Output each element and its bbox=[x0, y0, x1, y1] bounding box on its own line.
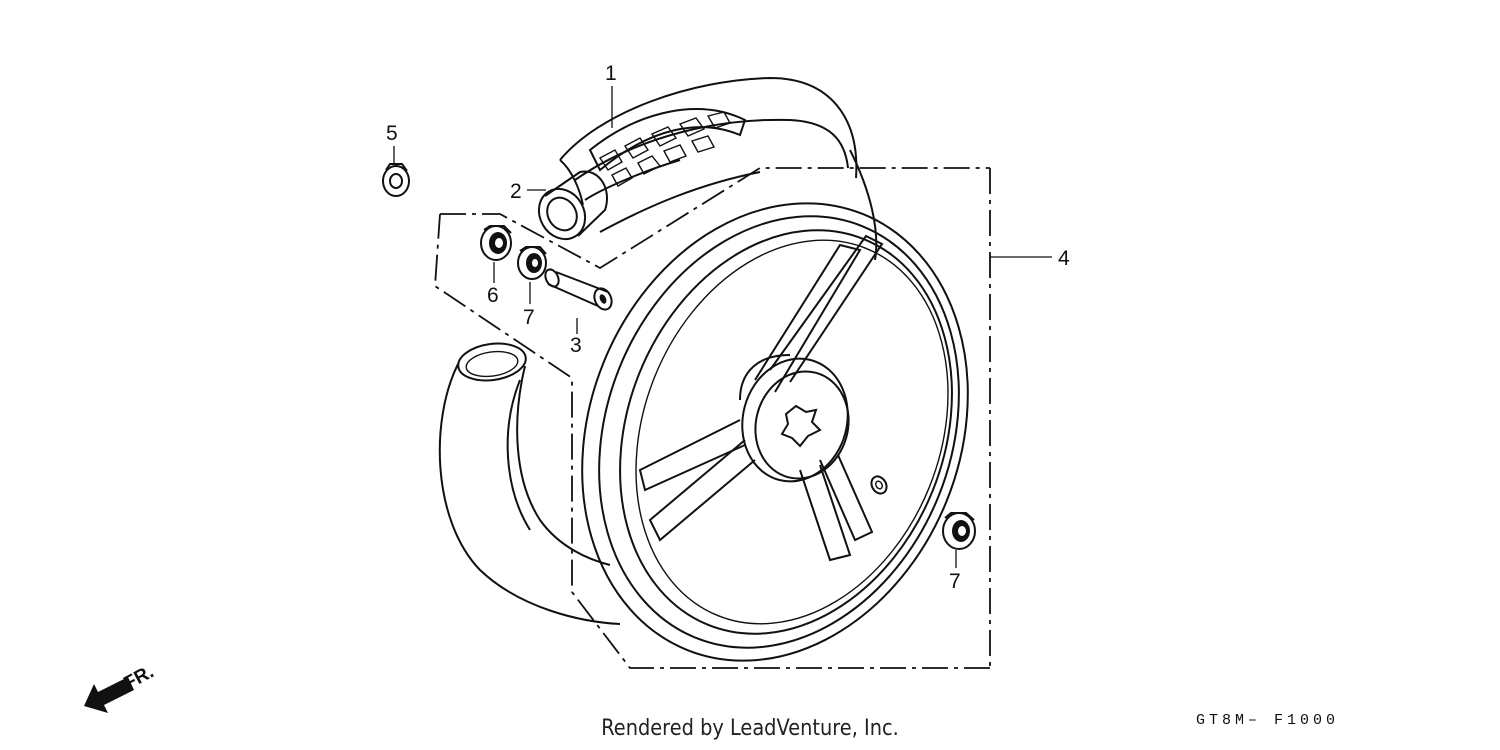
part-dust-seal bbox=[480, 225, 512, 261]
group-brackets bbox=[434, 167, 991, 669]
credit-text: Rendered by LeadVenture, Inc. bbox=[601, 716, 899, 741]
part-valve-stem bbox=[537, 170, 608, 241]
leader-lines bbox=[393, 86, 1052, 568]
part-wheel-rim bbox=[581, 202, 969, 662]
callout-4: 4 bbox=[1058, 247, 1070, 270]
callout-7-left: 7 bbox=[523, 306, 535, 329]
callout-5: 5 bbox=[386, 122, 398, 145]
callout-7-right: 7 bbox=[949, 570, 961, 593]
part-tire-lower bbox=[438, 342, 621, 625]
callout-3: 3 bbox=[570, 334, 582, 357]
part-tire bbox=[559, 76, 878, 261]
diagram-code: GT8M– F1000 bbox=[1196, 712, 1340, 729]
part-bearing-left bbox=[517, 246, 547, 280]
part-distance-collar bbox=[544, 268, 613, 311]
part-bearing-right bbox=[942, 512, 976, 550]
callout-6: 6 bbox=[487, 284, 499, 307]
callout-1: 1 bbox=[605, 62, 617, 85]
part-nut bbox=[382, 163, 410, 197]
front-direction-arrow-icon: FR. bbox=[84, 662, 157, 713]
callout-2: 2 bbox=[510, 180, 522, 203]
